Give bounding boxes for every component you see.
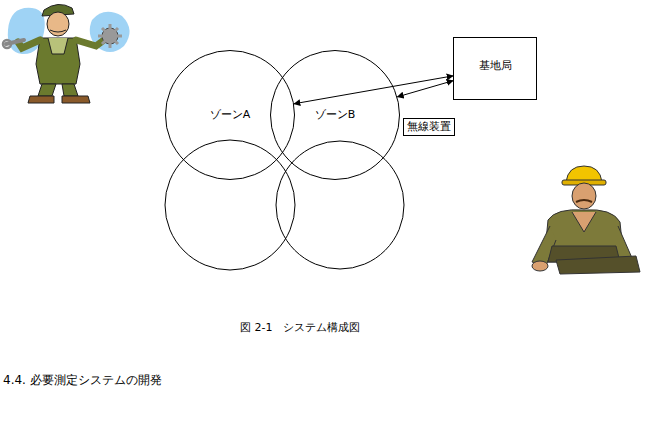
box-outline (404, 119, 455, 136)
zone-circle (276, 141, 404, 269)
figure-caption: 図 2-1 システム構成図 (240, 320, 360, 335)
zone-circle: ゾーンA (165, 50, 295, 180)
radio-link-arrow (397, 81, 453, 97)
radio-link-arrow (294, 76, 453, 104)
section-heading: 4.4. 必要測定システムの開発 (3, 372, 162, 389)
node-label: 基地局 (479, 59, 512, 72)
node-label: ゾーンA (210, 108, 251, 121)
node-label: ゾーンB (315, 108, 356, 121)
worker-clipart (3, 4, 130, 103)
miner-clipart (532, 166, 640, 274)
circle-outline (271, 51, 400, 180)
device-label-box: 無線装置 (403, 118, 455, 136)
circle-outline (166, 51, 295, 180)
base-station-box: 基地局 (453, 37, 537, 100)
node-label: 無線装置 (407, 120, 451, 133)
box-outline (454, 38, 537, 100)
zone-circle: ゾーンB (270, 50, 400, 180)
